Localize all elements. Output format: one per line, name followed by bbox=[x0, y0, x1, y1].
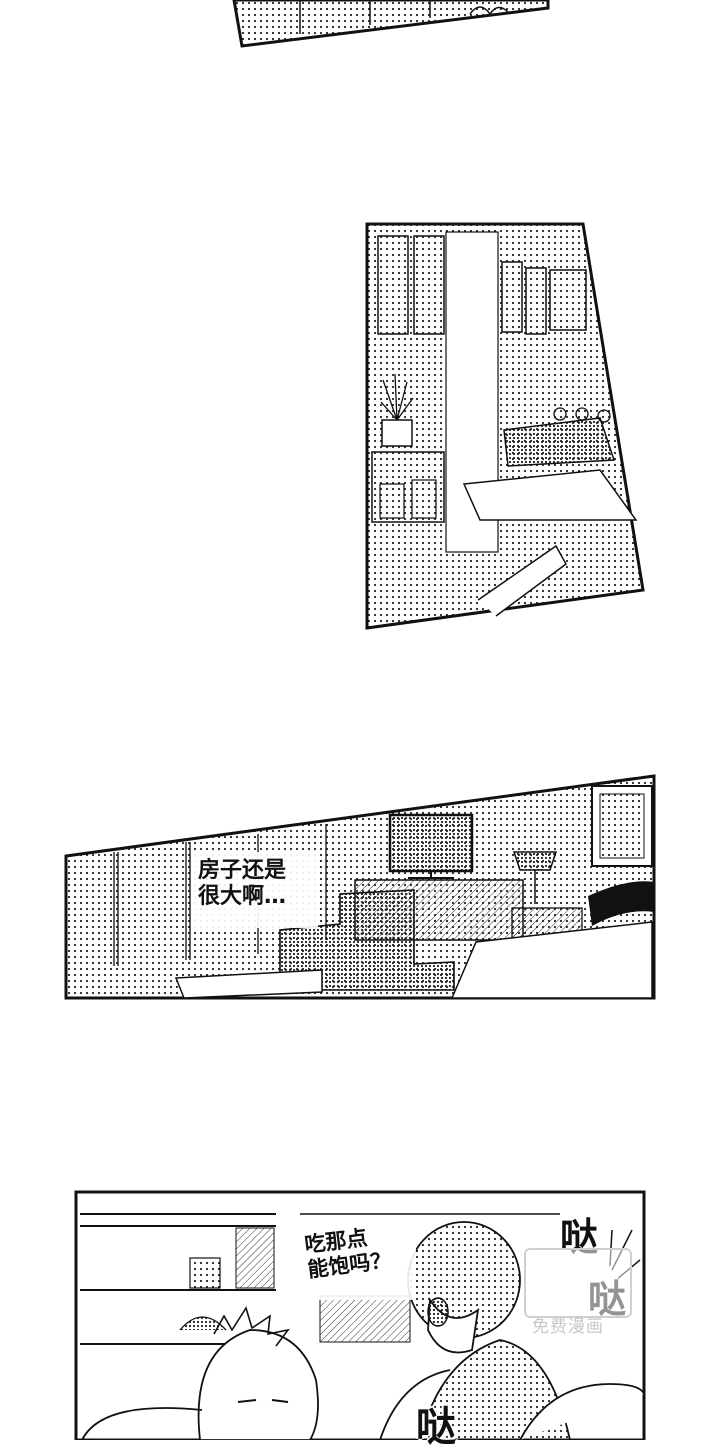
panel-kitchen bbox=[365, 222, 645, 630]
speech-line: 房子还是 bbox=[198, 858, 287, 883]
panel-bottom bbox=[74, 1190, 646, 1440]
sfx-footstep: 哒 bbox=[416, 1404, 456, 1450]
speech-bubble-eat: 吃那点 能饱吗？ bbox=[303, 1223, 393, 1283]
speech-line: 很大啊… bbox=[198, 884, 287, 910]
watermark-text: 免费漫画 bbox=[532, 1317, 604, 1337]
panel-living-room bbox=[64, 774, 656, 1000]
panel-top bbox=[232, 0, 550, 48]
speech-bubble-house: 房子还是 很大啊… bbox=[198, 858, 286, 911]
watermark-logo bbox=[524, 1248, 632, 1318]
